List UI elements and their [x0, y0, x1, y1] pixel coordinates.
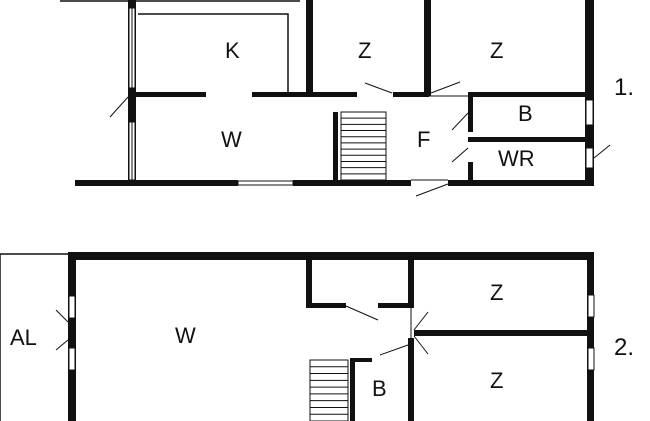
- floor-2-doors: [55, 305, 429, 356]
- wall: [468, 97, 473, 132]
- wall: [424, 0, 431, 96]
- wall: [468, 137, 590, 142]
- door-swing: [55, 309, 69, 323]
- wall: [306, 258, 312, 308]
- wall: [128, 92, 206, 97]
- door-swing: [593, 144, 611, 159]
- room-label-bedroom: Z: [358, 38, 372, 63]
- wall: [293, 180, 411, 186]
- window: [68, 295, 76, 319]
- room-label-bedroom: Z: [490, 280, 504, 305]
- door-swing: [451, 112, 469, 131]
- wall: [378, 303, 414, 308]
- wall: [75, 180, 238, 186]
- floor-2-walls: [68, 252, 594, 421]
- door-swing: [413, 335, 429, 355]
- wall: [306, 0, 313, 96]
- door-swing: [379, 344, 409, 356]
- room-label-living: W: [175, 323, 196, 348]
- door-swing: [413, 311, 429, 331]
- wall: [408, 258, 414, 308]
- window: [237, 180, 294, 186]
- wall: [350, 358, 355, 421]
- window: [68, 347, 76, 371]
- wall: [414, 330, 590, 336]
- door-swing: [415, 183, 449, 197]
- floor-label: 1.: [614, 74, 635, 101]
- floor-label: 2.: [614, 334, 635, 361]
- floor-2-stairs: [309, 359, 349, 421]
- window: [585, 147, 594, 169]
- floor-1-stairs: [340, 111, 387, 181]
- wall: [468, 162, 473, 184]
- room-label-kitchen: K: [225, 38, 240, 63]
- wall: [587, 252, 594, 421]
- wall: [468, 92, 590, 97]
- room-label-bedroom: Z: [490, 38, 504, 63]
- wall: [333, 112, 338, 182]
- room-label-toilet: WR: [498, 146, 535, 171]
- stair-outline: [309, 359, 349, 421]
- door-swing: [451, 147, 469, 163]
- counter-line: [138, 13, 289, 92]
- wall: [252, 92, 357, 97]
- wall: [408, 338, 414, 421]
- room-label-bedroom: Z: [490, 368, 504, 393]
- room-label-balcony: AL: [10, 325, 37, 350]
- door-swing: [364, 82, 393, 94]
- wall: [68, 252, 594, 260]
- floor-1-doors: [109, 81, 611, 197]
- window: [587, 294, 595, 318]
- floor-1-inner-lines: [60, 0, 300, 92]
- floor-1-windows: [128, 7, 594, 186]
- room-label-living: W: [221, 127, 242, 152]
- room-label-hall: F: [417, 127, 431, 152]
- floor-2-windows: [68, 294, 595, 371]
- floor-2-balcony: [0, 253, 68, 421]
- wall: [350, 358, 372, 362]
- wall: [448, 180, 594, 186]
- room-label-bathroom: B: [518, 101, 533, 126]
- room-label-bathroom: B: [372, 376, 387, 401]
- wall: [306, 303, 346, 308]
- window: [585, 99, 594, 126]
- door-swing: [55, 339, 69, 351]
- window: [587, 347, 595, 371]
- door-swing: [345, 305, 379, 321]
- door-swing: [109, 96, 129, 118]
- balcony-outline: [0, 253, 68, 421]
- door-swing: [430, 81, 461, 94]
- wall: [68, 252, 76, 421]
- wall: [393, 92, 429, 97]
- stair-outline: [340, 111, 387, 181]
